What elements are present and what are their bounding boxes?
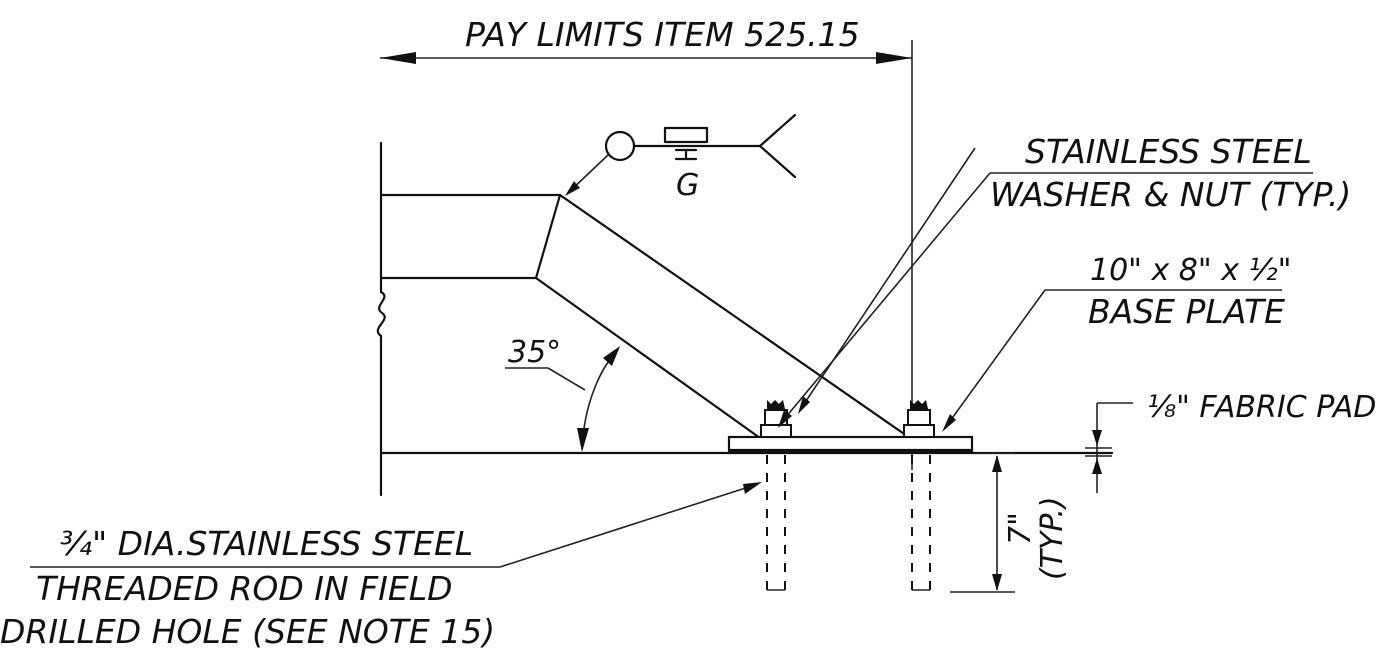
rod-label-line3: DRILLED HOLE (SEE NOTE 15)	[0, 612, 495, 650]
weld-symbol: G	[565, 113, 797, 203]
arrowhead-right	[876, 52, 912, 64]
washer-label-line2: WASHER & NUT (TYP.)	[990, 175, 1351, 214]
anchor-left	[760, 400, 792, 591]
arrowhead-left	[380, 52, 416, 64]
weld-all-around-icon	[604, 130, 636, 162]
washer-nut-callout: STAINLESS STEEL WASHER & NUT (TYP.)	[778, 132, 1351, 428]
pay-limits-dimension: PAY LIMITS ITEM 525.15	[380, 15, 913, 470]
fabric-pad-dimension: ⅛" FABRIC PAD	[1085, 390, 1376, 493]
pay-limits-label: PAY LIMITS ITEM 525.15	[465, 15, 860, 54]
base-plate	[727, 435, 974, 453]
embed-typ-label: (TYP.)	[1035, 496, 1070, 580]
wall-section	[376, 141, 562, 497]
embed-depth-label: 7"	[1003, 512, 1038, 545]
diagonal-brace	[534, 193, 912, 440]
break-line	[376, 290, 386, 338]
threaded-rod-callout: ¾" DIA.STAINLESS STEEL THREADED ROD IN F…	[0, 482, 762, 650]
weld-symbol-label: G	[676, 168, 699, 203]
embed-depth-dimension: 7" (TYP.)	[950, 452, 1070, 593]
angle-dimension: 35°	[505, 335, 620, 452]
plate-dims-label: 10" x 8" x ½"	[1090, 253, 1291, 288]
washer-label-line1: STAINLESS STEEL	[1025, 132, 1312, 171]
rod-label-line1: ¾" DIA.STAINLESS STEEL	[60, 524, 473, 563]
fabric-pad-label: ⅛" FABRIC PAD	[1147, 390, 1376, 425]
base-plate-callout: 10" x 8" x ½" BASE PLATE	[942, 253, 1291, 432]
rod-label-line2: THREADED ROD IN FIELD	[36, 569, 453, 608]
angle-label: 35°	[508, 335, 561, 370]
plate-name-label: BASE PLATE	[1088, 292, 1285, 331]
anchor-right	[903, 400, 935, 591]
weld-flag-icon	[663, 126, 709, 144]
